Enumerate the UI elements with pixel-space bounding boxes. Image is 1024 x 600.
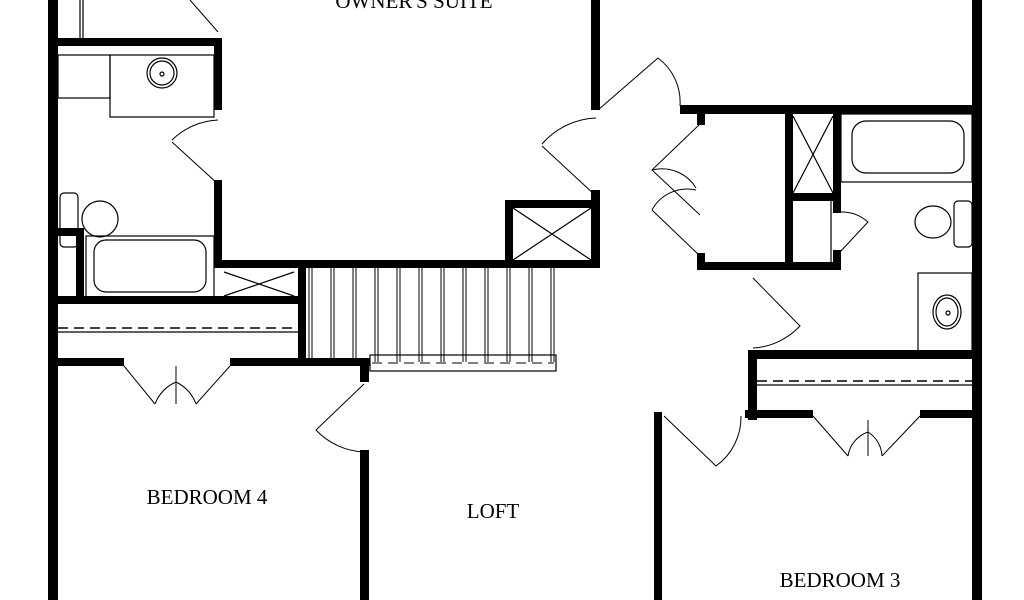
closet-box [505, 200, 600, 268]
room-label-bedroom-3: BEDROOM 3 [780, 568, 901, 592]
linen-closet [792, 115, 835, 262]
sink-icon [146, 57, 178, 89]
room-label-bedroom-4: BEDROOM 4 [147, 485, 268, 509]
bathtub-icon [851, 120, 965, 174]
toilet-icon [914, 200, 973, 248]
walk-in-closet [597, 57, 840, 270]
sink-icon [932, 294, 962, 330]
exterior-wall-left [48, 0, 58, 600]
hvac-box [223, 271, 295, 297]
staircase [298, 268, 557, 372]
exterior-wall-right [972, 0, 982, 600]
room-label-loft: LOFT [467, 499, 520, 523]
owners-bath [57, 0, 306, 304]
toilet-icon [59, 192, 119, 248]
hall-bath [752, 113, 973, 352]
room-label-owners-suite: OWNER'S SUITE [335, 0, 492, 13]
bathtub-icon [93, 239, 207, 293]
